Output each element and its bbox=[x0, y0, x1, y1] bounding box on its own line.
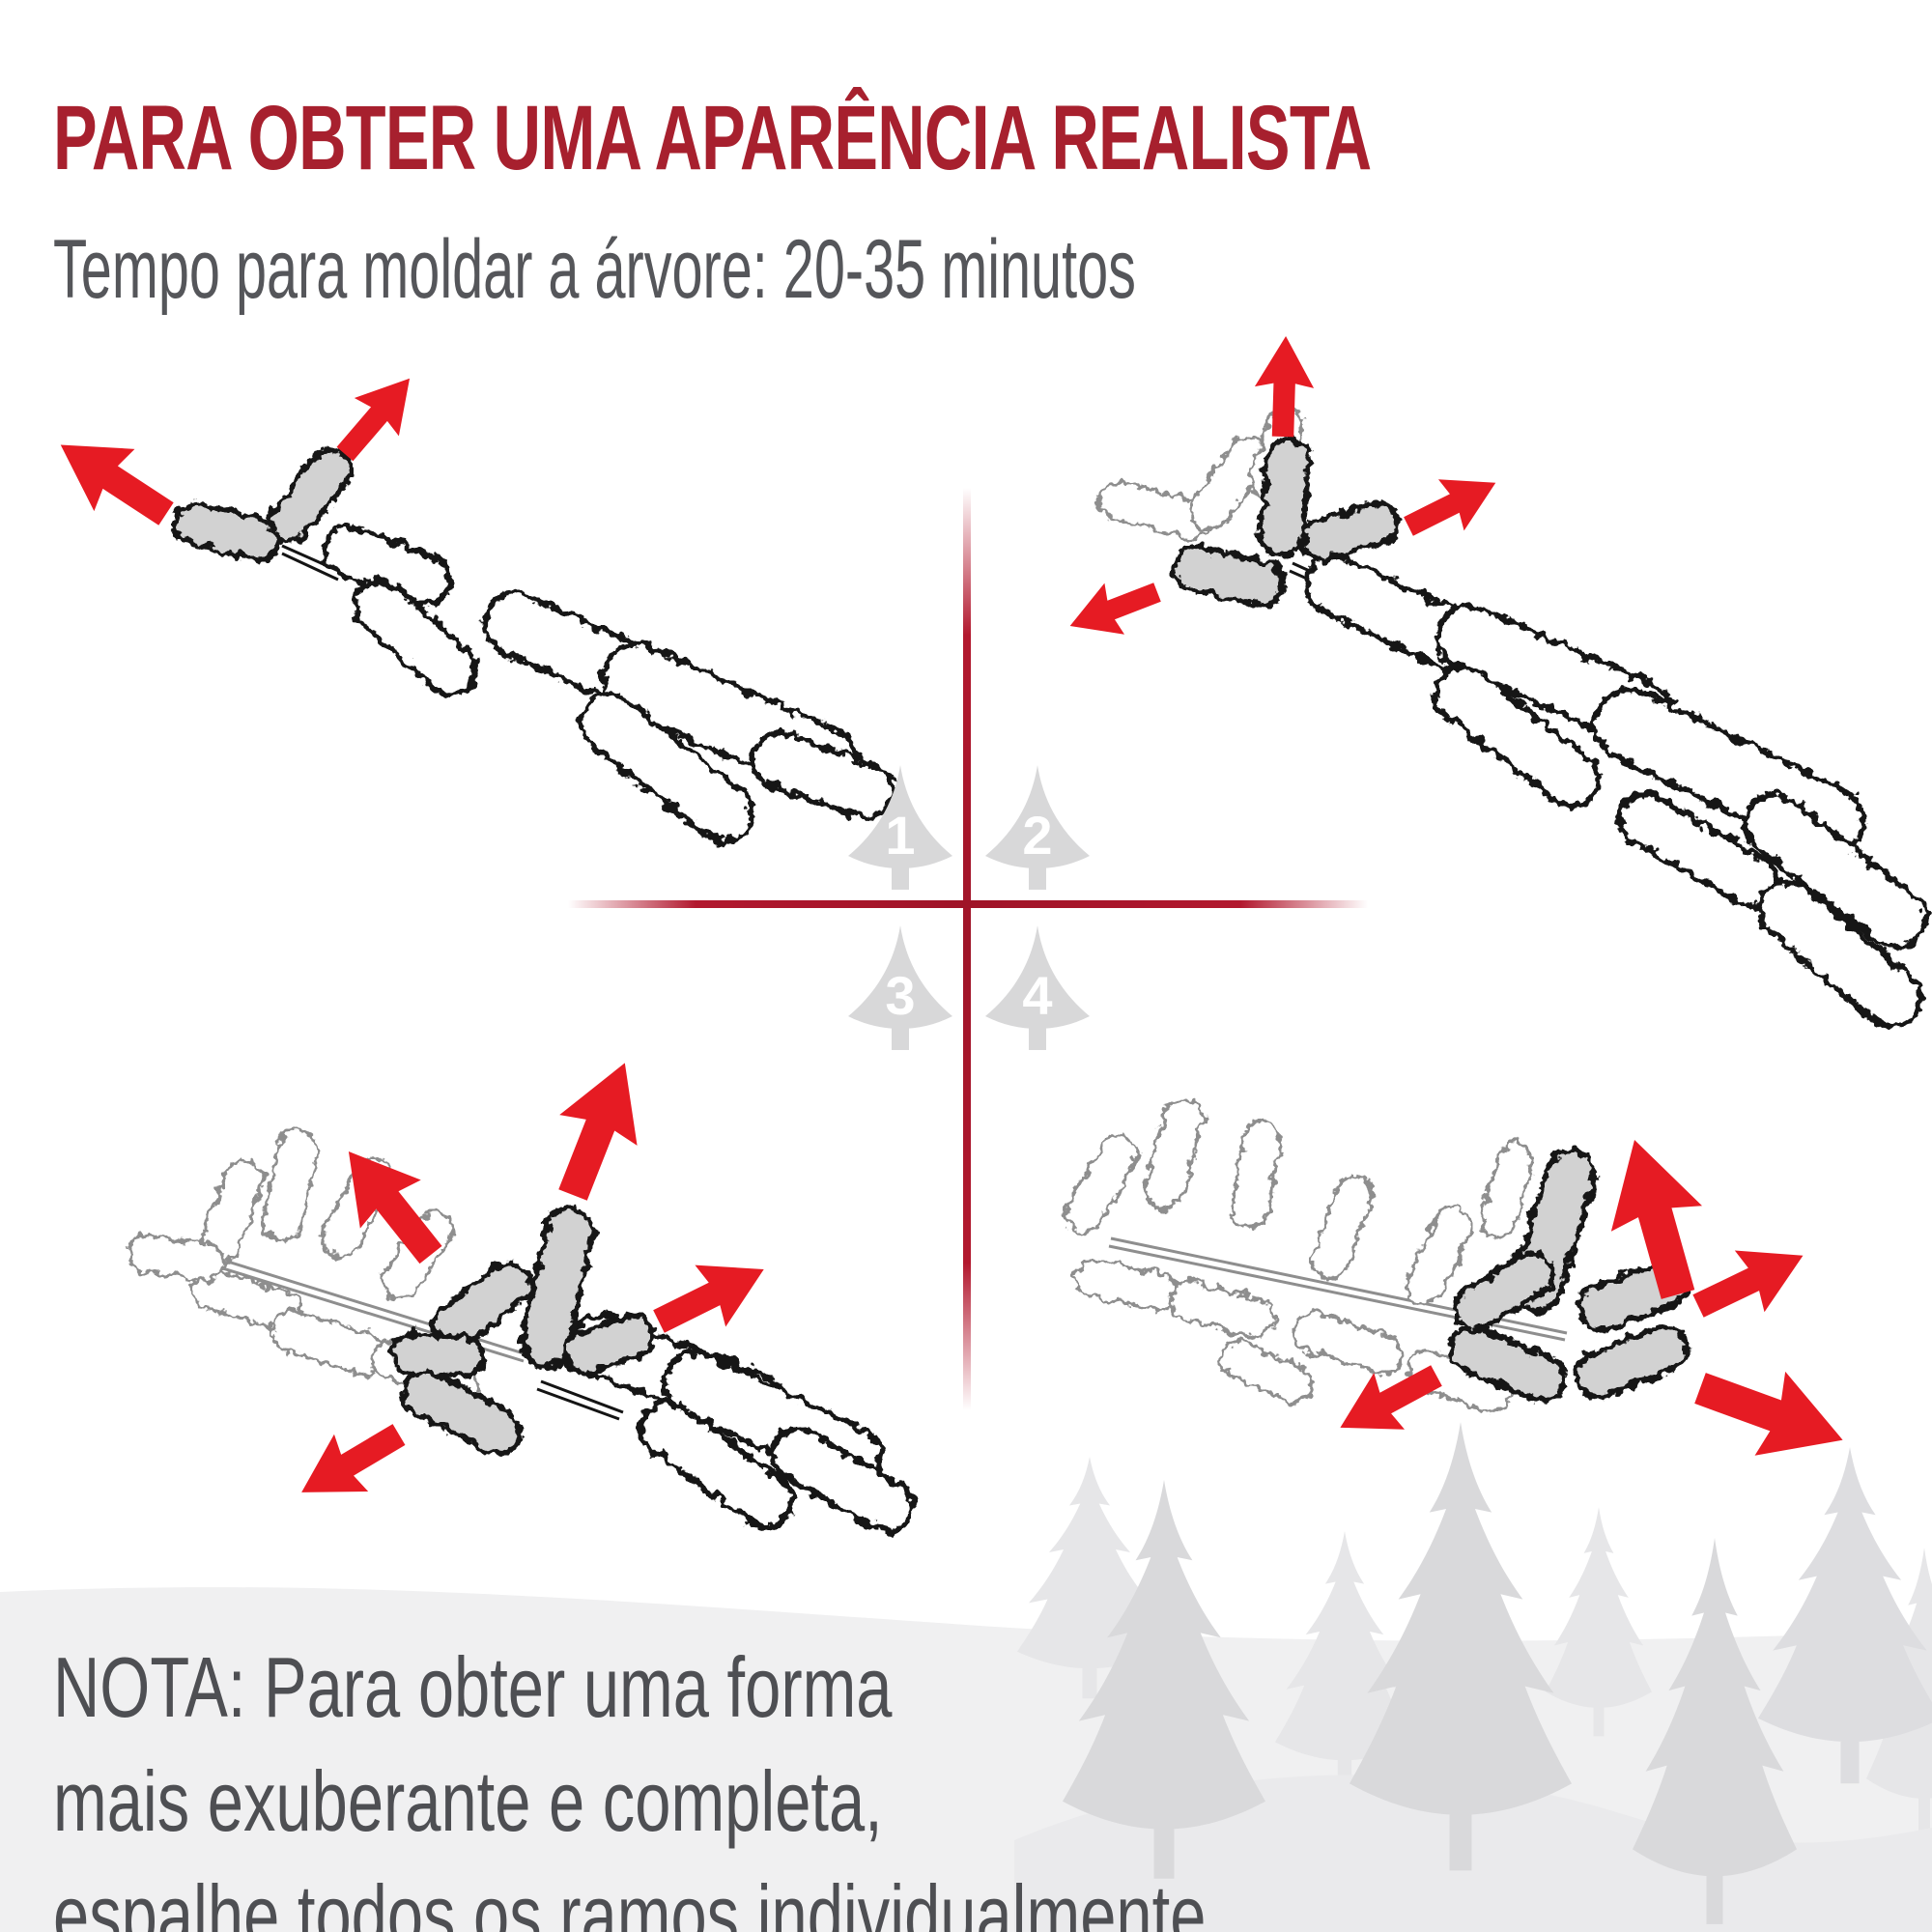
page-title: PARA OBTER UMA APARÊNCIA REALISTA bbox=[53, 87, 1372, 189]
snow-hill bbox=[1014, 1775, 1932, 1932]
step-badge-4: 4 bbox=[985, 925, 1090, 1050]
cross-vertical-line bbox=[963, 488, 971, 1410]
arrow-up-icon bbox=[1253, 335, 1316, 438]
footer-note: NOTA: Para obter uma forma mais exuberan… bbox=[53, 1631, 1206, 1932]
arrow-left-icon bbox=[40, 413, 187, 546]
arrow-left-icon bbox=[1060, 566, 1168, 652]
branch-step-3 bbox=[126, 1047, 916, 1534]
shaped-branch-tips bbox=[1171, 437, 1401, 609]
page-subtitle: Tempo para moldar a árvore: 20-35 minuto… bbox=[53, 223, 1136, 316]
ghost-branch-tips bbox=[1064, 1097, 1535, 1414]
note-line-1: NOTA: Para obter uma forma bbox=[53, 1639, 893, 1735]
branch-step-2 bbox=[1060, 335, 1929, 1030]
shaped-branch-tips bbox=[388, 1206, 657, 1457]
branch-step-4 bbox=[1064, 1097, 1859, 1483]
arrow-up-right-icon bbox=[1395, 457, 1509, 553]
step-badges: 1 2 3 4 bbox=[848, 765, 1090, 1050]
step-number: 1 bbox=[885, 805, 915, 866]
cross-horizontal-line bbox=[568, 900, 1368, 908]
step-badge-2: 2 bbox=[985, 765, 1090, 890]
step-badge-3: 3 bbox=[848, 925, 952, 1050]
shaped-branch-tips bbox=[172, 445, 355, 563]
arrow-up-right-icon bbox=[1683, 1224, 1818, 1337]
step-number: 4 bbox=[1022, 965, 1052, 1026]
step-badge-1: 1 bbox=[848, 765, 952, 890]
arrow-down-left-icon bbox=[284, 1406, 416, 1521]
branch-body bbox=[321, 524, 896, 844]
note-line-3: espalhe todos os ramos individualmente bbox=[53, 1867, 1207, 1932]
branch-stem bbox=[536, 1379, 624, 1421]
arrow-down-right-icon bbox=[1685, 1346, 1859, 1483]
step-number: 3 bbox=[885, 965, 915, 1026]
note-line-2: mais exuberante e completa, bbox=[53, 1753, 883, 1849]
footer-scene bbox=[0, 1422, 1932, 1932]
branch-step-1 bbox=[40, 359, 896, 844]
arrow-up-right-icon bbox=[533, 1047, 665, 1210]
branch-body bbox=[1303, 554, 1929, 1030]
step-number: 2 bbox=[1022, 805, 1052, 866]
